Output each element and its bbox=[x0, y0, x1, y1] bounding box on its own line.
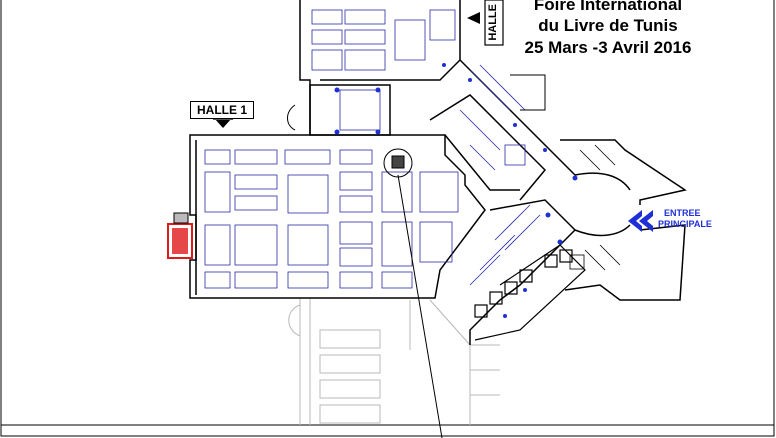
leader-line bbox=[397, 174, 443, 438]
upper-hall-structure bbox=[287, 0, 461, 136]
hall-top-label-box bbox=[484, 0, 504, 46]
entrance-label: ENTREE PRINCIPALE bbox=[658, 208, 712, 230]
entrance-label-line-2: PRINCIPALE bbox=[658, 219, 712, 229]
hall-1-booths bbox=[204, 149, 459, 289]
exhibit-markers bbox=[334, 63, 578, 318]
double-chevron-left-icon[interactable] bbox=[628, 210, 653, 232]
info-kiosk-core bbox=[391, 155, 405, 169]
hall-1-label: HALLE 1 bbox=[190, 101, 255, 119]
title-line-2: du Livre de Tunis bbox=[538, 16, 678, 35]
hall-1-pointer bbox=[214, 118, 232, 128]
hall-top-pointer bbox=[467, 12, 480, 24]
hall-1-structure bbox=[189, 134, 486, 299]
booth-entry-block bbox=[173, 212, 189, 224]
rotunda-details bbox=[569, 144, 621, 271]
upper-hall-booths bbox=[311, 9, 456, 131]
southeast-wing bbox=[474, 244, 586, 341]
title-line-1: Foire International bbox=[533, 0, 683, 14]
diagonal-wing-booths bbox=[459, 64, 541, 286]
title-line-3: 25 Mars -3 Avril 2016 bbox=[524, 38, 692, 57]
entrance-label-line-1: ENTREE bbox=[664, 208, 701, 218]
entrance-rotunda bbox=[510, 74, 687, 301]
south-annex bbox=[288, 298, 500, 425]
highlighted-booth-stripes bbox=[172, 228, 188, 254]
hall-top-label: HALLE bbox=[487, 4, 499, 41]
